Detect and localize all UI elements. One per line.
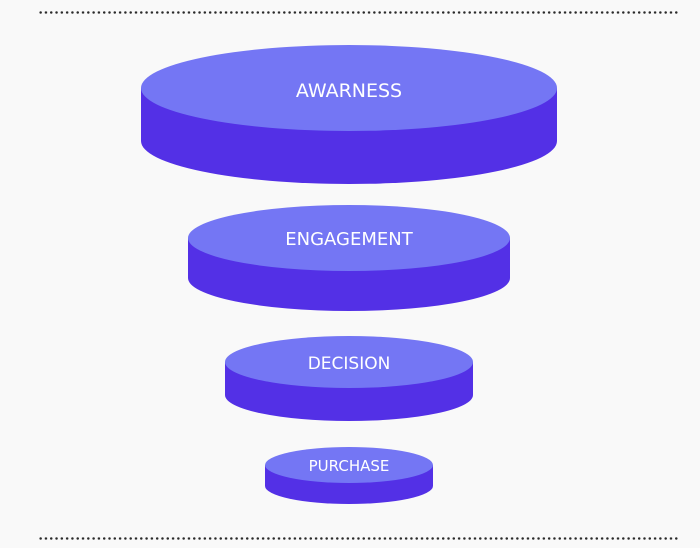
stage-label-purchase: PURCHASE [309, 457, 390, 475]
funnel-stage-engagement: ENGAGEMENT [188, 205, 510, 311]
funnel-stage-awareness: AWARNESS [141, 45, 557, 184]
disc-top-engagement [188, 205, 510, 271]
disc-top-awareness [141, 45, 557, 131]
stage-label-awareness: AWARNESS [296, 80, 402, 102]
funnel-stage-decision: DECISION [225, 336, 473, 421]
funnel-stage-purchase: PURCHASE [265, 447, 433, 504]
top-dotted-divider [38, 11, 678, 14]
stage-label-decision: DECISION [308, 354, 391, 374]
disc-top-decision [225, 336, 473, 388]
disc-top-purchase [265, 447, 433, 483]
stage-label-engagement: ENGAGEMENT [285, 229, 413, 250]
bottom-dotted-divider [38, 537, 678, 540]
